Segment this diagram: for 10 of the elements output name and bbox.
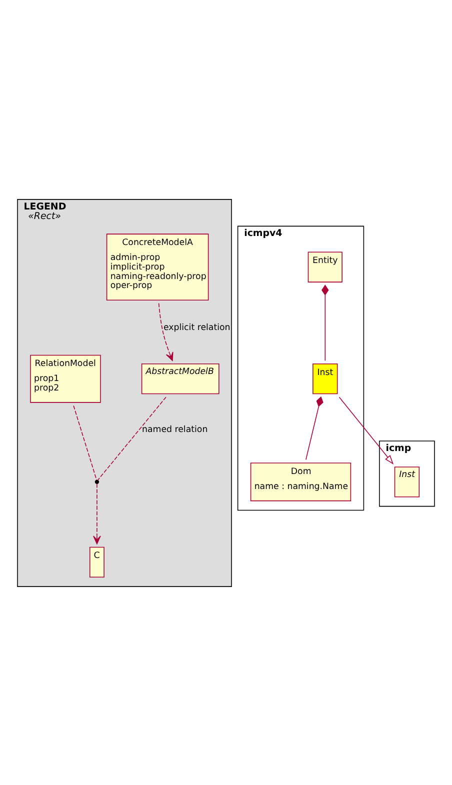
arrow <box>158 302 174 361</box>
arrow <box>93 482 101 544</box>
connector <box>97 396 166 480</box>
connector <box>322 284 329 361</box>
edge-label: explicit relation <box>163 322 230 332</box>
node-circle <box>94 479 100 484</box>
edge-label: named relation <box>142 424 208 435</box>
arrow <box>338 396 394 464</box>
connector <box>306 396 324 460</box>
connector <box>73 404 97 480</box>
